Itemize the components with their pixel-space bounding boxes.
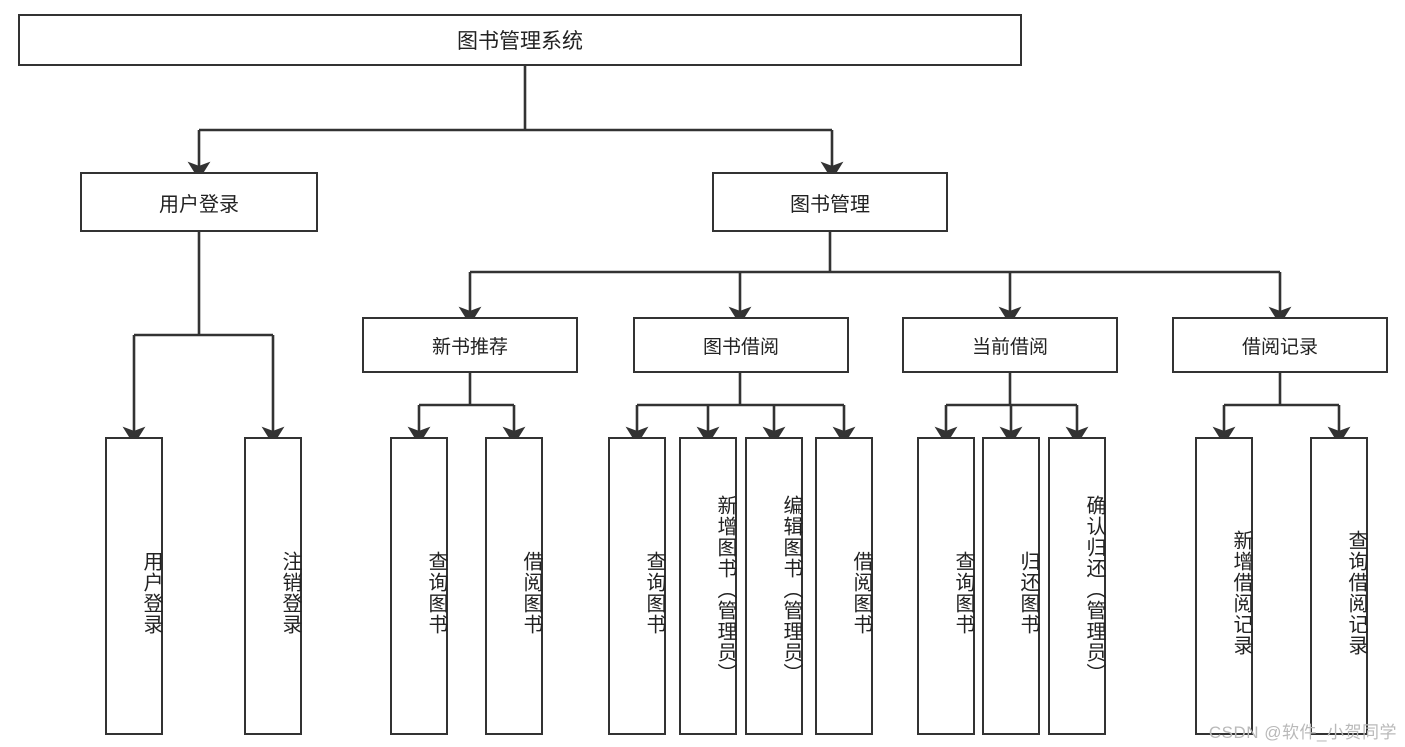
node-book-manage[interactable]: 图书管理 [712,172,948,232]
leaf-borrow-record-query[interactable]: 查询借阅记录 [1310,437,1368,735]
node-user-login[interactable]: 用户登录 [80,172,318,232]
leaf-user-login-logout-label: 注销登录 [279,551,301,635]
node-borrow-record[interactable]: 借阅记录 [1172,317,1388,373]
leaf-book-borrow-borrow-label: 借阅图书 [850,551,872,635]
node-current-borrow[interactable]: 当前借阅 [902,317,1118,373]
leaf-new-book-query[interactable]: 查询图书 [390,437,448,735]
leaf-book-borrow-query[interactable]: 查询图书 [608,437,666,735]
node-current-borrow-label: 当前借阅 [971,336,1048,358]
leaf-user-login-login[interactable]: 用户登录 [105,437,163,735]
leaf-new-book-query-label: 查询图书 [425,551,447,635]
node-new-book[interactable]: 新书推荐 [362,317,578,373]
leaf-current-borrow-confirm[interactable]: 确认归还（管理员） [1048,437,1106,735]
leaf-current-borrow-return-label: 归还图书 [1017,551,1039,635]
leaf-book-borrow-add[interactable]: 新增图书（管理员） [679,437,737,735]
leaf-new-book-borrow-label: 借阅图书 [520,551,542,635]
leaf-current-borrow-return[interactable]: 归还图书 [982,437,1040,735]
node-user-login-label: 用户登录 [159,193,239,216]
leaf-book-borrow-edit[interactable]: 编辑图书（管理员） [745,437,803,735]
leaf-current-borrow-confirm-label: 确认归还（管理员） [1083,494,1105,684]
node-borrow-record-label: 借阅记录 [1241,336,1318,358]
node-book-manage-label: 图书管理 [790,193,870,216]
watermark: CSDN @软件_小贺同学 [1208,723,1397,742]
leaf-current-borrow-query[interactable]: 查询图书 [917,437,975,735]
leaf-borrow-record-add-label: 新增借阅记录 [1230,530,1252,656]
node-book-borrow[interactable]: 图书借阅 [633,317,849,373]
leaf-user-login-logout[interactable]: 注销登录 [244,437,302,735]
leaf-borrow-record-query-label: 查询借阅记录 [1345,530,1367,656]
leaf-new-book-borrow[interactable]: 借阅图书 [485,437,543,735]
leaf-borrow-record-add[interactable]: 新增借阅记录 [1195,437,1253,735]
node-root[interactable]: 图书管理系统 [18,14,1022,66]
leaf-current-borrow-query-label: 查询图书 [952,551,974,635]
leaf-book-borrow-query-label: 查询图书 [643,551,665,635]
leaf-user-login-login-label: 用户登录 [140,551,162,635]
node-new-book-label: 新书推荐 [431,336,508,358]
leaf-book-borrow-borrow[interactable]: 借阅图书 [815,437,873,735]
node-book-borrow-label: 图书借阅 [702,336,779,358]
leaf-book-borrow-add-label: 新增图书（管理员） [714,494,736,684]
node-root-label: 图书管理系统 [457,30,583,53]
leaf-book-borrow-edit-label: 编辑图书（管理员） [780,494,802,684]
